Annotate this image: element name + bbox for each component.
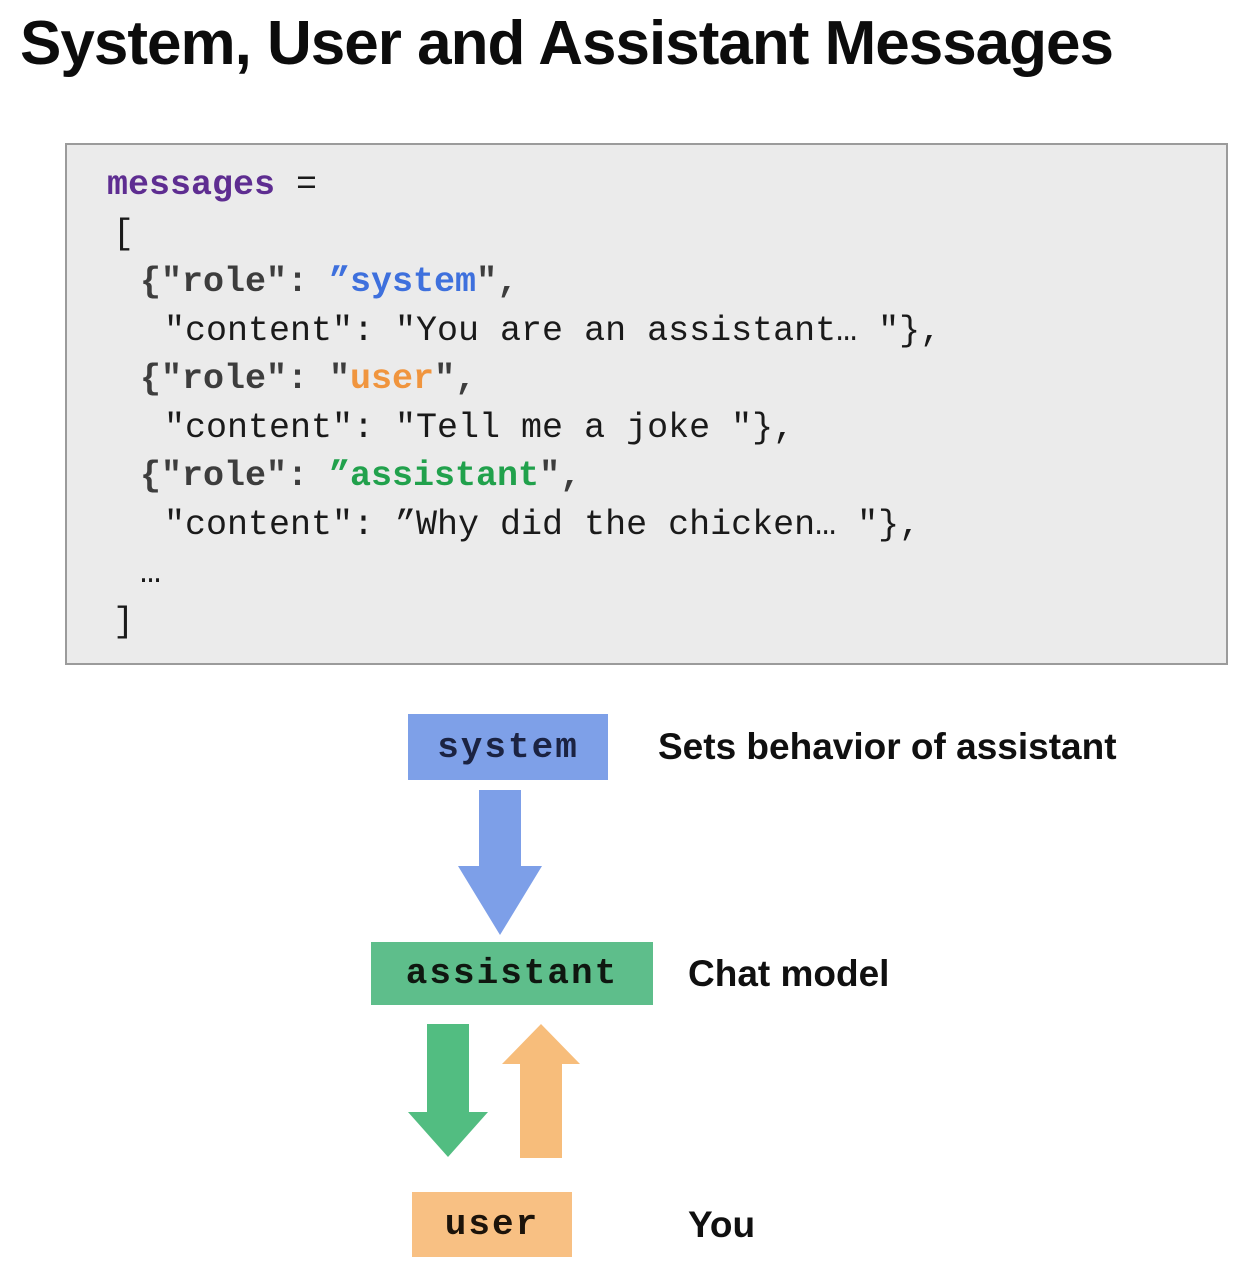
- code-role-key: {"role": ": [140, 359, 351, 399]
- user-node: user: [412, 1192, 572, 1257]
- code-line-content-system: "content": "You are an assistant… "},: [107, 307, 1218, 356]
- code-line-ellipsis: …: [107, 549, 1218, 598]
- assistant-to-user-arrow-icon: [408, 1024, 488, 1157]
- system-to-assistant-arrow-icon: [458, 790, 542, 935]
- code-line-close-bracket: ]: [107, 598, 1218, 647]
- code-value-user: user: [350, 359, 435, 399]
- system-node: system: [408, 714, 608, 780]
- code-line-role-assistant: {"role": ”assistant",: [107, 452, 1218, 501]
- system-description: Sets behavior of assistant: [658, 726, 1117, 767]
- code-content-assistant: "content": ”Why did the chicken… "},: [164, 504, 921, 545]
- code-role-key: {"role":: [140, 262, 330, 302]
- code-role-end: ",: [434, 359, 477, 399]
- user-description: You: [688, 1203, 756, 1245]
- code-content: messages = [ {"role": ”system", "content…: [107, 161, 1218, 646]
- code-line-role-user: {"role": "user",: [107, 355, 1218, 404]
- code-line-content-assistant: "content": ”Why did the chicken… "},: [107, 501, 1218, 550]
- code-line-messages: messages =: [107, 161, 1218, 210]
- user-node-label: user: [444, 1204, 540, 1245]
- code-value-system: ”system: [329, 262, 477, 302]
- code-close-bracket: ]: [113, 601, 135, 642]
- code-block: messages = [ {"role": ”system", "content…: [65, 143, 1228, 665]
- code-value-assistant: ”assistant: [329, 456, 540, 496]
- code-open-bracket: [: [113, 213, 135, 254]
- code-assign: =: [275, 165, 318, 205]
- user-to-assistant-arrow-icon: [502, 1024, 580, 1158]
- code-ellipsis: …: [140, 553, 162, 593]
- assistant-description: Chat model: [688, 952, 890, 994]
- code-role-end: ",: [539, 456, 582, 496]
- code-line-open-bracket: [: [107, 210, 1218, 259]
- code-content-system: "content": "You are an assistant… "},: [164, 310, 942, 351]
- code-line-role-system: {"role": ”system",: [107, 258, 1218, 307]
- code-var-messages: messages: [107, 165, 276, 205]
- page-title: System, User and Assistant Messages: [20, 9, 1114, 78]
- code-role-key: {"role":: [140, 456, 330, 496]
- code-role-end: ",: [476, 262, 519, 302]
- assistant-node-label: assistant: [405, 953, 619, 994]
- assistant-node: assistant: [371, 942, 653, 1005]
- system-node-label: system: [437, 726, 579, 768]
- code-line-content-user: "content": "Tell me a joke "},: [107, 404, 1218, 453]
- code-content-user: "content": "Tell me a joke "},: [164, 407, 795, 448]
